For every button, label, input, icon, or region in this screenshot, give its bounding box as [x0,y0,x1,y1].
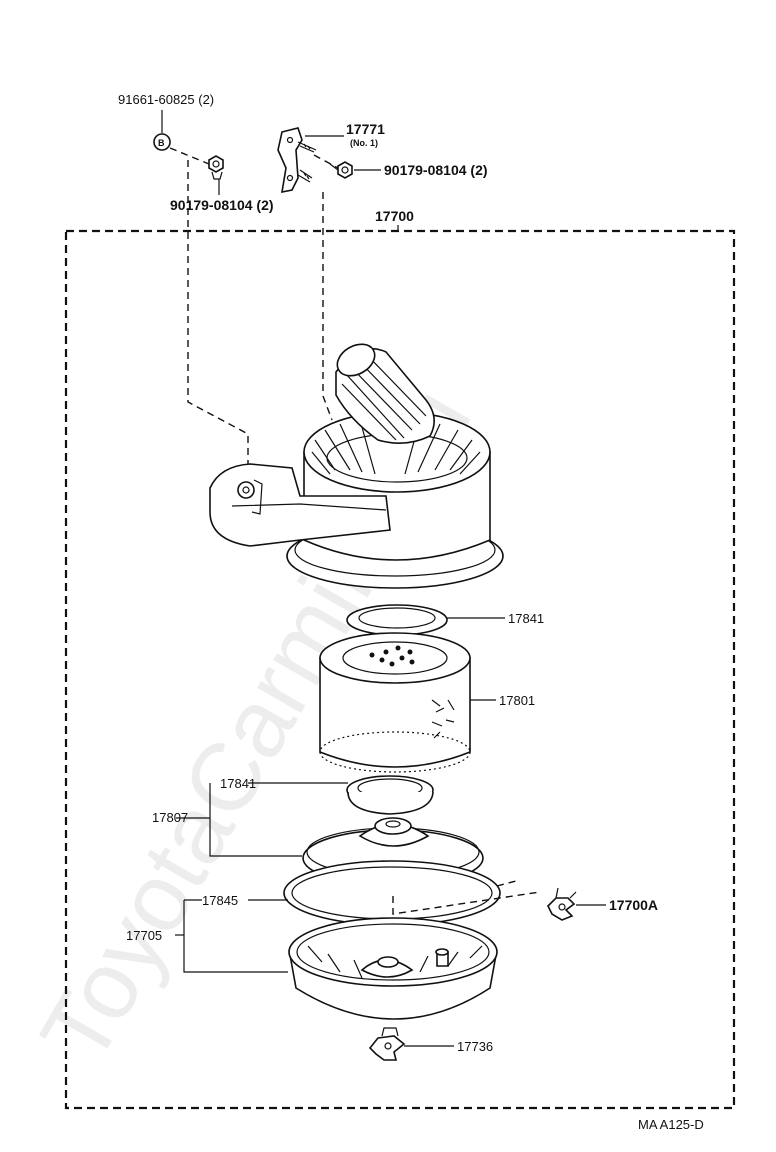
gasket-mid-icon [346,775,434,815]
label-17841-mid: 17841 [220,776,256,791]
clamp-side-icon [547,887,577,921]
label-17771: 17771 [346,121,385,137]
label-nut-right: 90179-08104 (2) [384,162,488,178]
label-17700: 17700 [375,208,414,224]
label-17700A: 17700A [609,897,658,913]
label-17705: 17705 [126,928,162,943]
bolt-91661-icon: B [153,133,171,151]
label-17807: 17807 [152,810,188,825]
label-nut-left: 90179-08104 (2) [170,197,274,213]
air-cleaner-case-icon [288,917,498,1020]
filter-element-icon [319,632,471,773]
bracket-17771-icon [277,127,317,194]
gasket-top-icon [346,604,448,636]
assembly-boundary [64,229,736,1110]
air-cleaner-cap-icon [209,343,504,589]
nut-left-icon [208,155,224,180]
clamp-bottom-icon [368,1027,406,1061]
diagram-code: MA A125-D [638,1117,704,1132]
label-17736: 17736 [457,1039,493,1054]
svg-text:B: B [158,138,165,148]
label-17841-top: 17841 [508,611,544,626]
label-91661: 91661-60825 (2) [118,92,214,107]
label-17801: 17801 [499,693,535,708]
label-17771-sub: (No. 1) [350,138,378,148]
gasket-low-icon [283,860,501,926]
nut-right-icon [329,161,353,179]
label-17845: 17845 [202,893,238,908]
